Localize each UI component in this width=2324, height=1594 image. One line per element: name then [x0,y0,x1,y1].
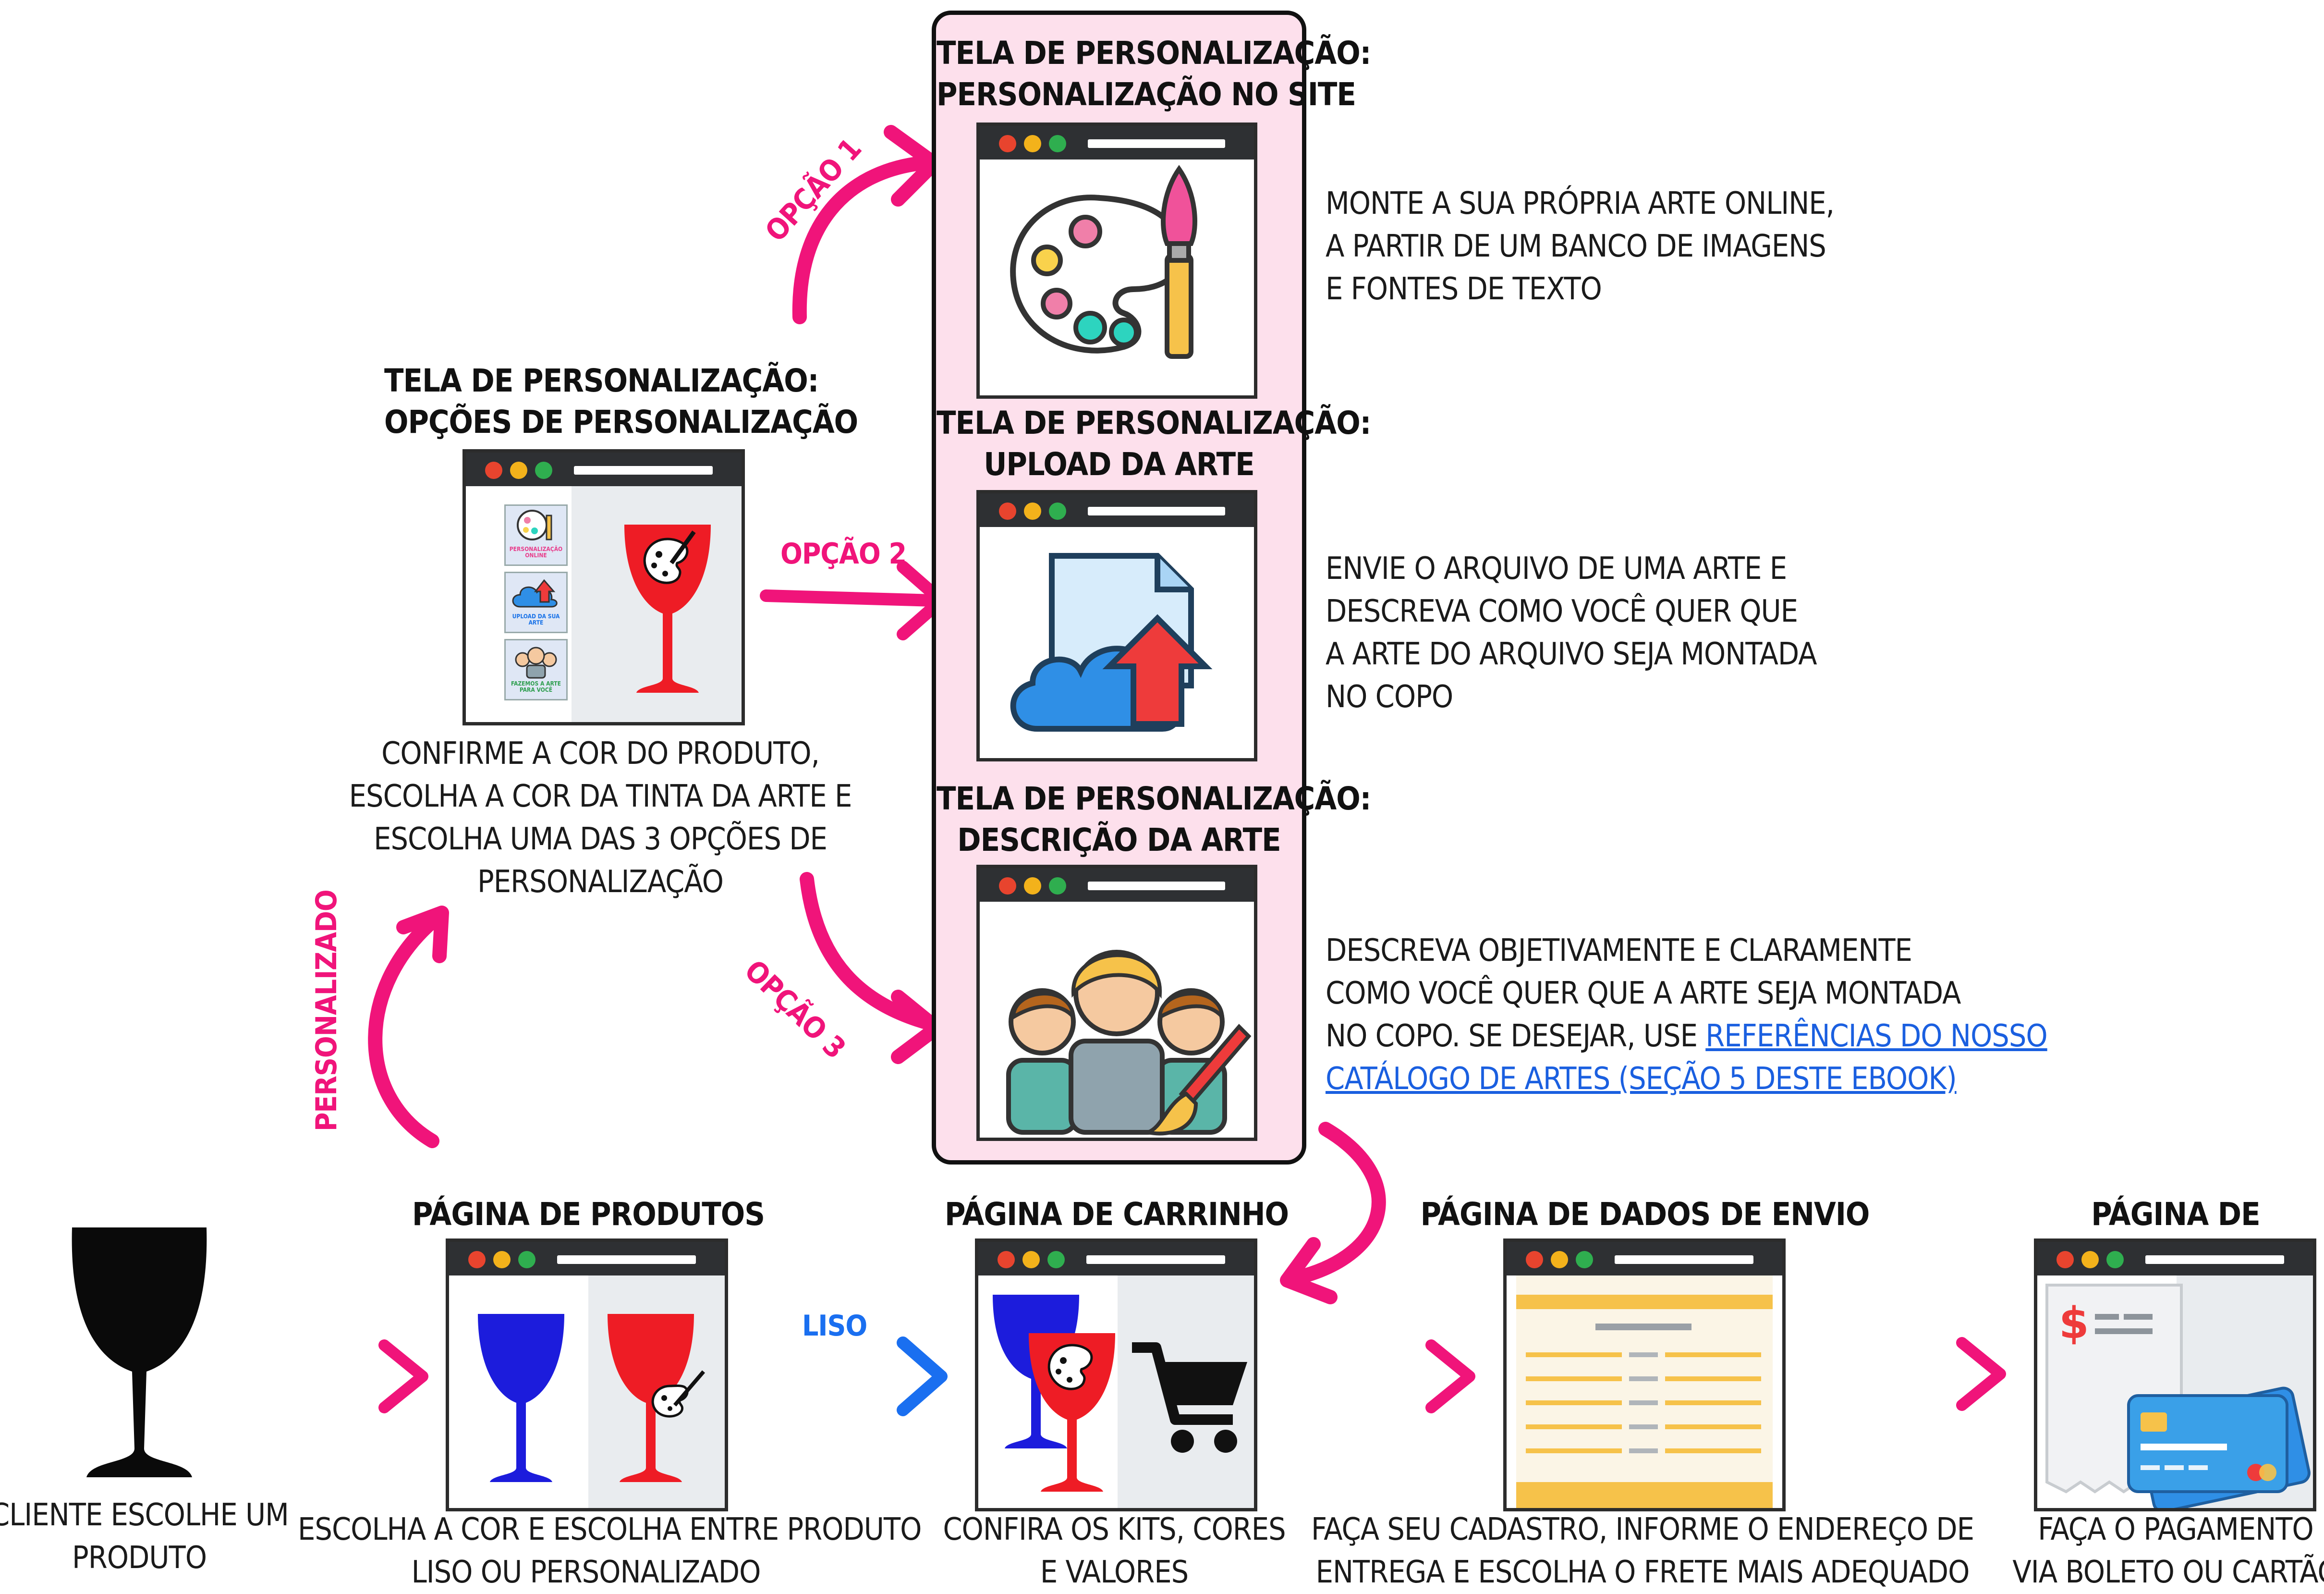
form-document-icon [1516,1275,1773,1508]
envio-window [1503,1238,1786,1511]
arrow-cliente-to-produtos [232,1339,428,1413]
carrinho-title: PÁGINA DE CARRINHO [945,1196,1289,1233]
opcoes-title: TELA DE PERSONALIZAÇÃO:OPÇÕES DE PERSONA… [384,362,858,441]
arrow-liso [753,1337,948,1416]
produtos-window [446,1238,728,1511]
svg-text:$: $ [2059,1298,2089,1349]
arrow-opcao-2 [760,561,948,640]
red-glass-palette-icon [608,1314,706,1482]
palette-icon [1010,165,1197,359]
site-window [976,123,1257,399]
cloud-upload-icon [512,579,558,608]
site-title: TELA DE PERSONALIZAÇÃO:PERSONALIZAÇÃO NO… [937,35,1371,113]
red-glass-palette-icon [624,525,711,693]
carrinho-window [975,1238,1257,1511]
label-liso: LISO [802,1309,867,1343]
label-opcao-2: OPÇÃO 2 [780,537,907,571]
shopping-cart-icon [1132,1342,1247,1453]
blue-glass-icon [478,1314,564,1482]
catalog-reference-link[interactable]: REFERÊNCIAS DO NOSSO [1705,1018,2047,1054]
team-artist-icon [1006,950,1252,1136]
palette-icon [517,510,552,540]
envio-title: PÁGINA DE DADOS DE ENVIO [1420,1196,1870,1233]
arrow-panel-to-cart [1280,1122,1386,1304]
arrow-envio-to-pagamento [1814,1337,2006,1411]
black-glass-icon [72,1227,207,1477]
label-personalizado: PERSONALIZADO [310,890,343,1131]
catalog-reference-link-cont[interactable]: CATÁLOGO DE ARTES (SEÇÃO 5 DESTE EBOOK) [1326,1061,1957,1097]
arrow-carrinho-to-envio [1284,1339,1475,1413]
opcoes-description: CONFIRME A COR DO PRODUTO,ESCOLHA A COR … [349,736,852,900]
upload-window [976,490,1257,761]
receipt-credit-card-icon: $ [2045,1284,2311,1508]
produtos-title: PÁGINA DE PRODUTOS [412,1196,765,1233]
site-description: MONTE A SUA PRÓPRIA ARTE ONLINE,A PARTIR… [1326,186,1835,307]
cloud-upload-icon [1010,553,1213,732]
pagamento-window: $ [2034,1238,2316,1511]
upload-title: TELA DE PERSONALIZAÇÃO:UPLOAD DA ARTE [937,405,1371,483]
descricao-title: TELA DE PERSONALIZAÇÃO:DESCRIÇÃO DA ARTE [937,780,1371,858]
arrow-personalizado [368,906,449,1148]
envio-description: FAÇA SEU CADASTRO, INFORME O ENDEREÇO DE… [1311,1512,1974,1590]
team-icon [515,647,557,679]
red-glass-palette-icon [1029,1333,1115,1492]
descricao-window [976,865,1257,1141]
descricao-description: DESCREVA OBJETIVAMENTE E CLARAMENTE COMO… [1326,933,2048,1097]
